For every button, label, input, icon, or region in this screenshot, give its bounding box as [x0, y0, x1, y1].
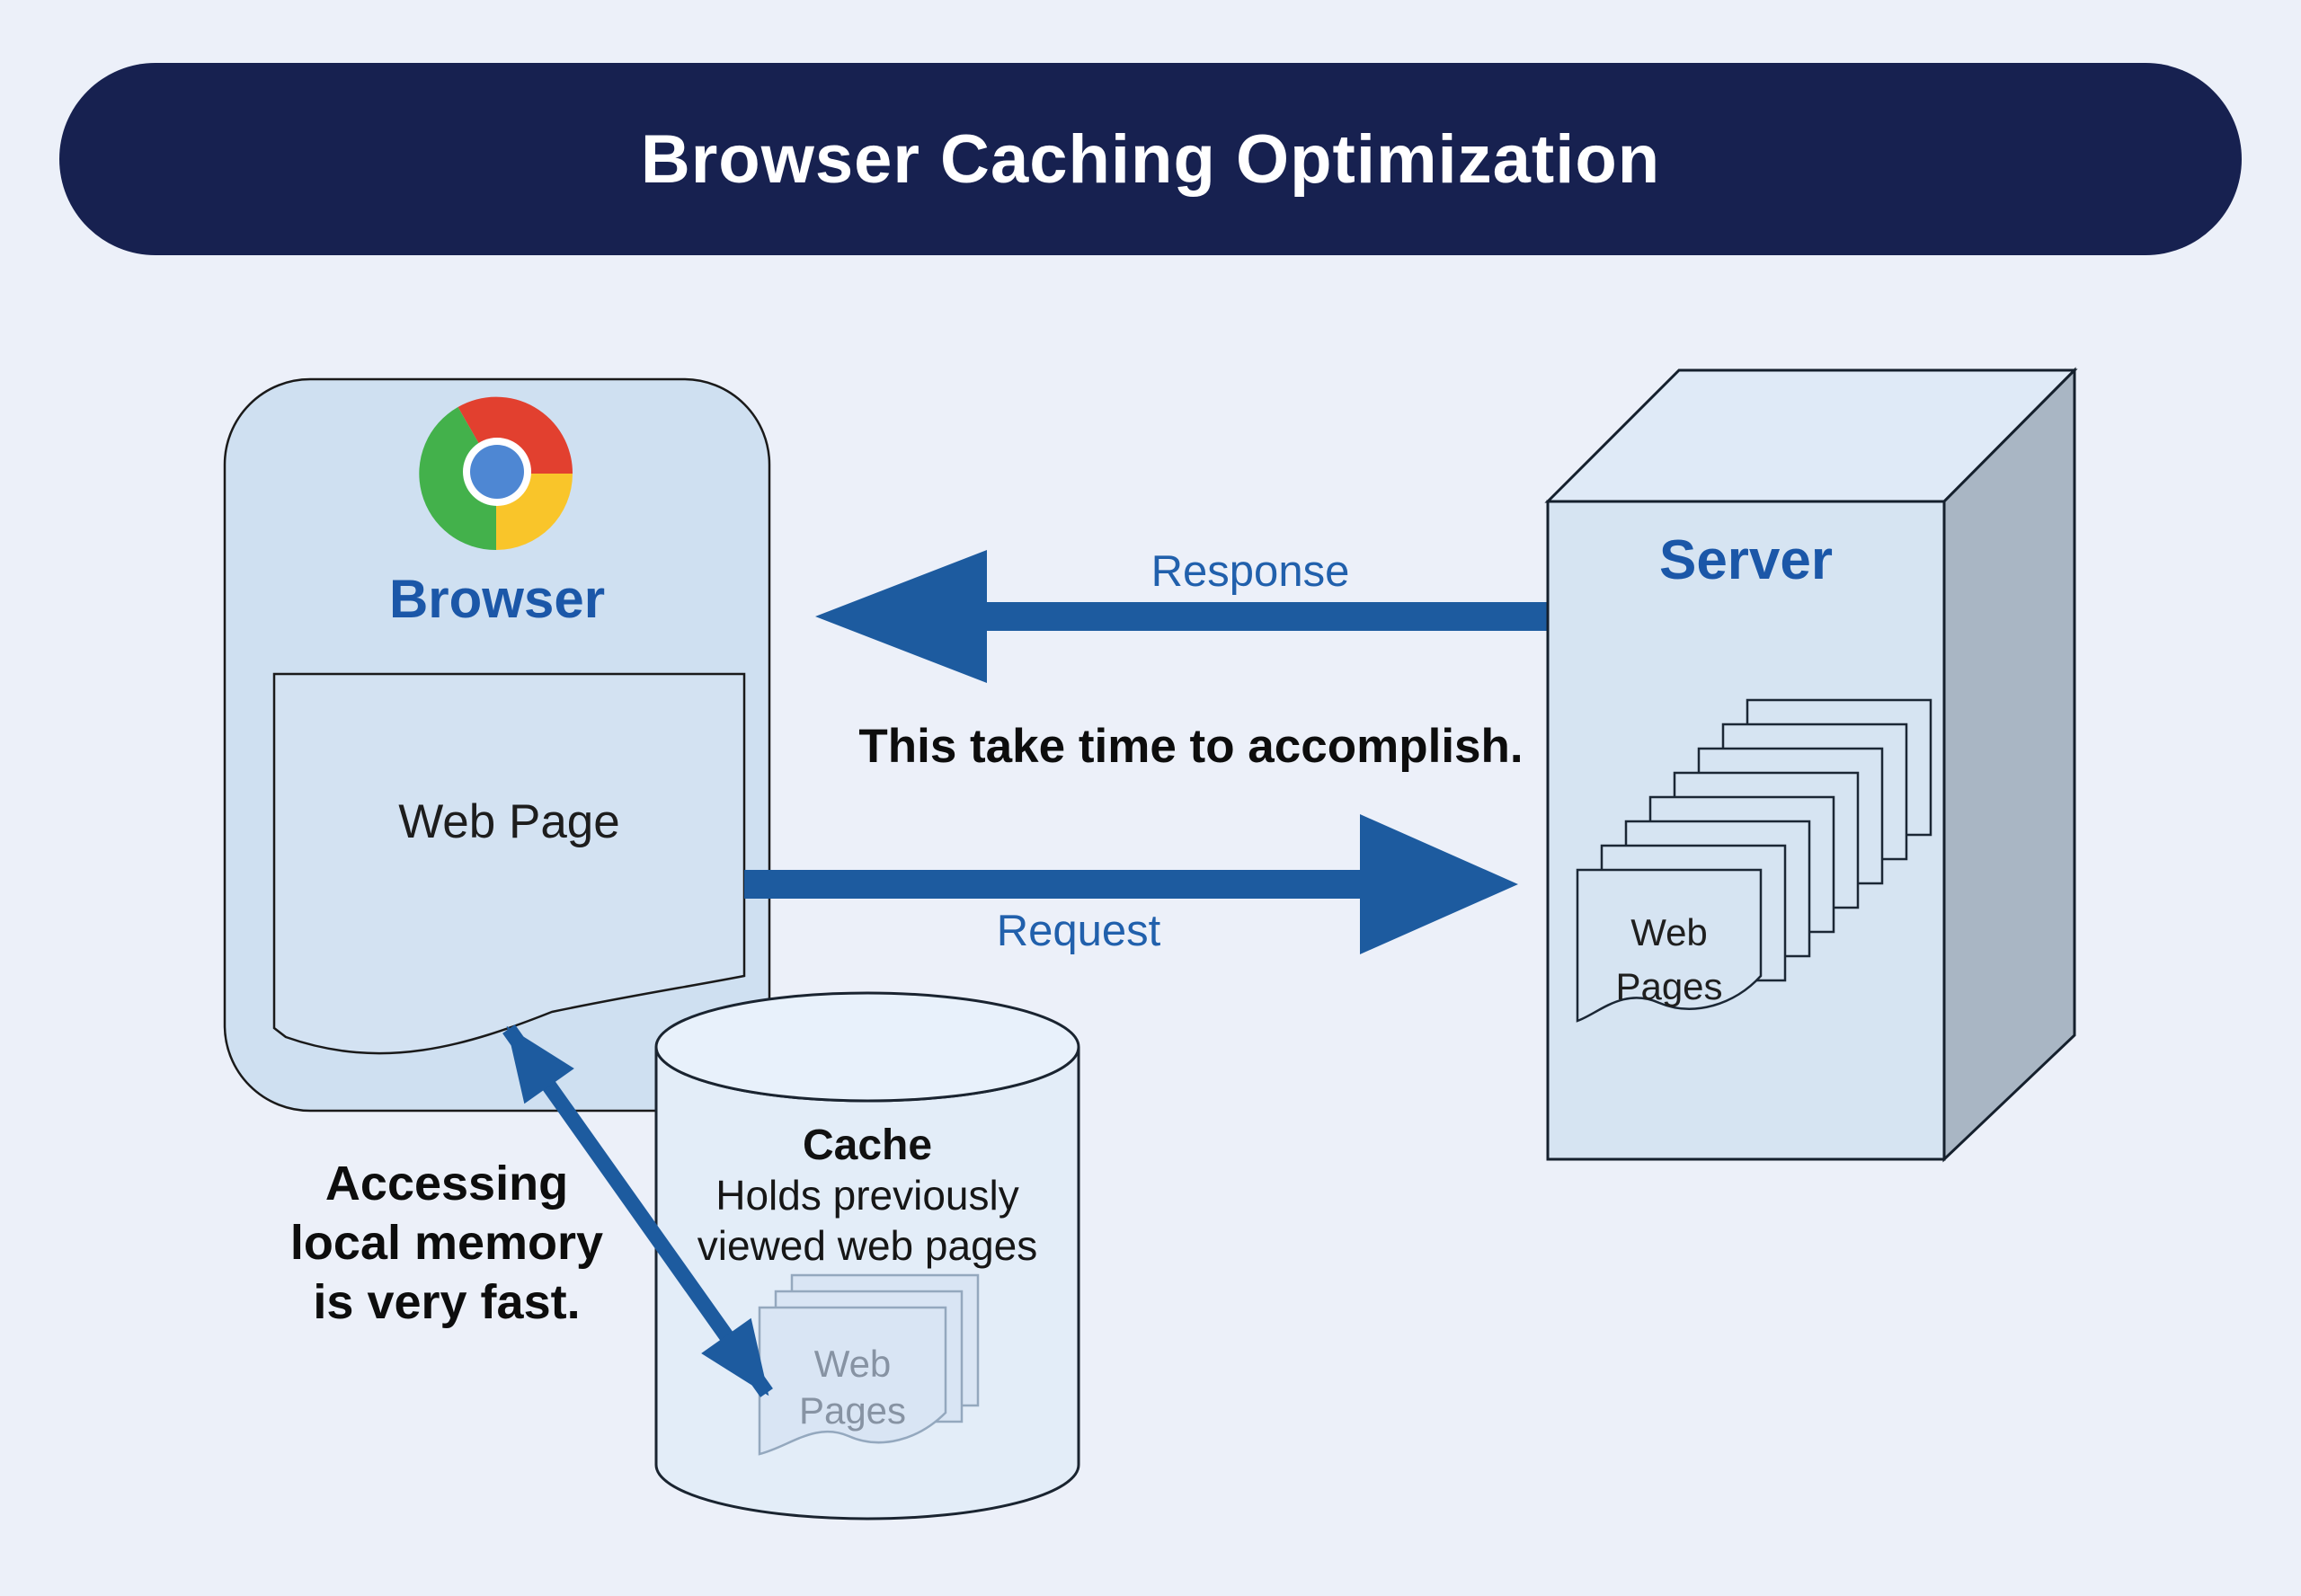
- request-arrow: [744, 814, 1518, 954]
- cache-subtitle-line2: viewed web pages: [697, 1222, 1038, 1269]
- cache-pages-label-line2: Pages: [798, 1389, 907, 1432]
- cache-double-arrow: [502, 1024, 773, 1397]
- server-pages-label-line2: Pages: [1615, 965, 1723, 1007]
- cache-front-page-document: [758, 1306, 947, 1456]
- page-title: Browser Caching Optimization: [640, 120, 1661, 198]
- cache-pages-stack: [758, 1273, 980, 1456]
- cache-access-note-line3: is very fast.: [313, 1275, 581, 1329]
- server-label: Server: [1658, 529, 1834, 591]
- server-side-face: [1942, 367, 2076, 1163]
- response-arrow-label: Response: [1150, 547, 1350, 596]
- web-page-label: Web Page: [398, 795, 620, 848]
- cache-subtitle-line1: Holds previously: [715, 1172, 1019, 1219]
- cache-access-note: Accessing local memory is very fast.: [218, 1154, 676, 1332]
- request-arrow-label: Request: [996, 907, 1161, 955]
- server-pages-label: Web Pages: [1577, 906, 1761, 1014]
- server-pages-stack: [1576, 698, 1932, 1023]
- title-bar: Browser Caching Optimization: [59, 63, 2242, 255]
- cache-pages-label-line1: Web: [813, 1343, 892, 1385]
- cache-access-note-line2: local memory: [289, 1216, 604, 1270]
- response-arrow: [815, 550, 1548, 683]
- browser-label: Browser: [388, 569, 606, 629]
- cache-access-note-line1: Accessing: [324, 1157, 569, 1210]
- server-front-page-document: [1576, 868, 1763, 1023]
- roundtrip-note: This take time to accomplish.: [858, 720, 1524, 773]
- cache-pages-label: Web Pages: [760, 1341, 946, 1434]
- cache-cylinder-top: [654, 991, 1080, 1103]
- chrome-icon: [419, 396, 573, 551]
- cache-title: Cache: [802, 1122, 933, 1169]
- web-page-document: [272, 672, 746, 1055]
- server-pages-label-line1: Web: [1630, 911, 1708, 953]
